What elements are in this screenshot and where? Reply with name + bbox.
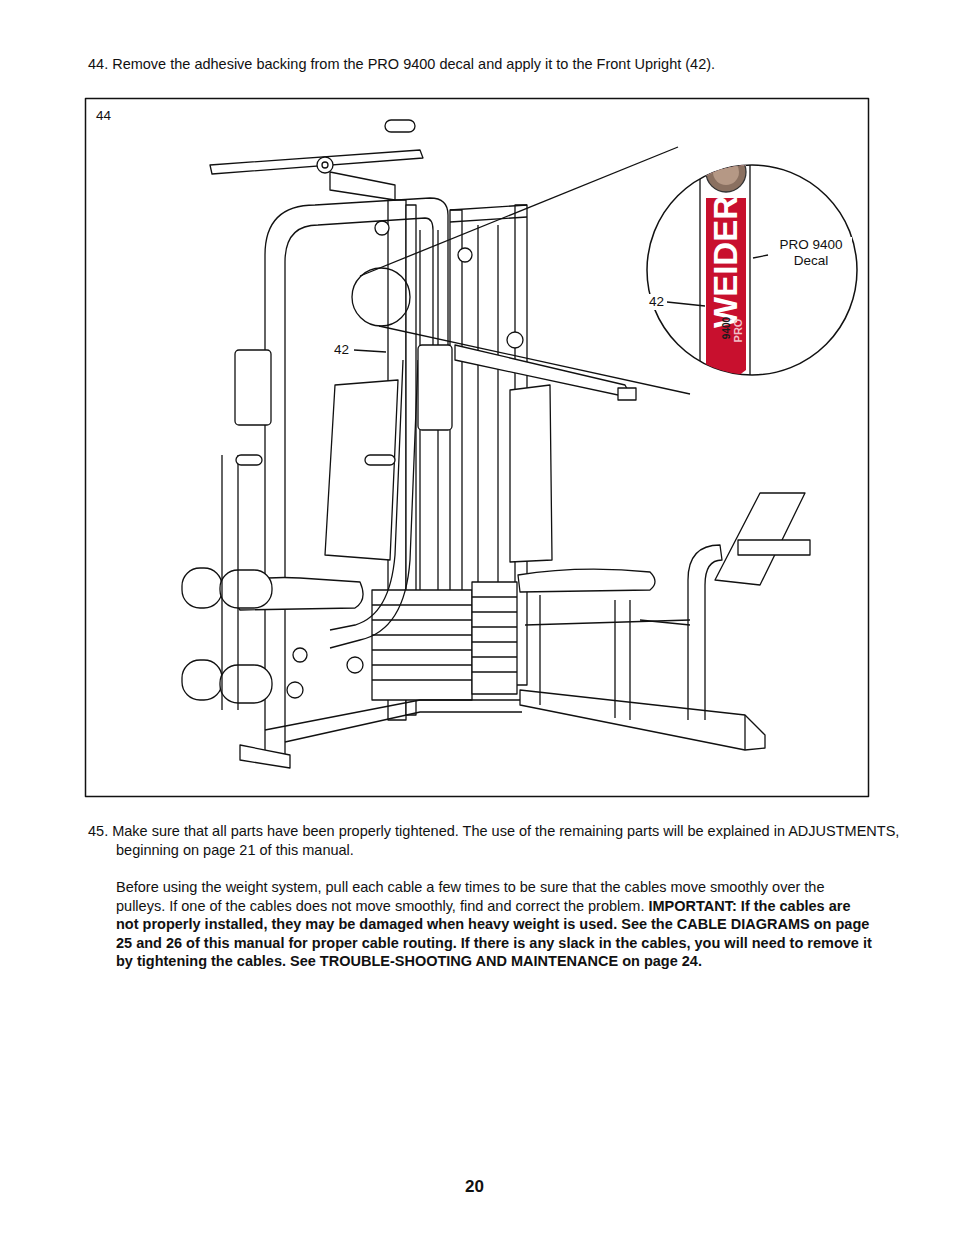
step-instruction: 44. Remove the adhesive backing from the…	[88, 55, 916, 74]
page-number: 20	[465, 1177, 484, 1197]
figure-number: 44	[95, 108, 112, 124]
decal-model: PRO	[733, 318, 746, 342]
paragraph: 45. Make sure that all parts have been p…	[88, 822, 906, 859]
decal-model: 9400	[721, 317, 733, 339]
step-instruction: 45. Make sure that all parts have been p…	[88, 823, 899, 858]
decal-logo: WEIDER	[707, 196, 745, 328]
part-name: PRO 9400 Decal	[770, 237, 852, 269]
callout-number: 42	[648, 294, 665, 310]
paragraph: Before using the weight system, pull eac…	[116, 878, 876, 971]
callout-number: 42	[333, 342, 350, 358]
